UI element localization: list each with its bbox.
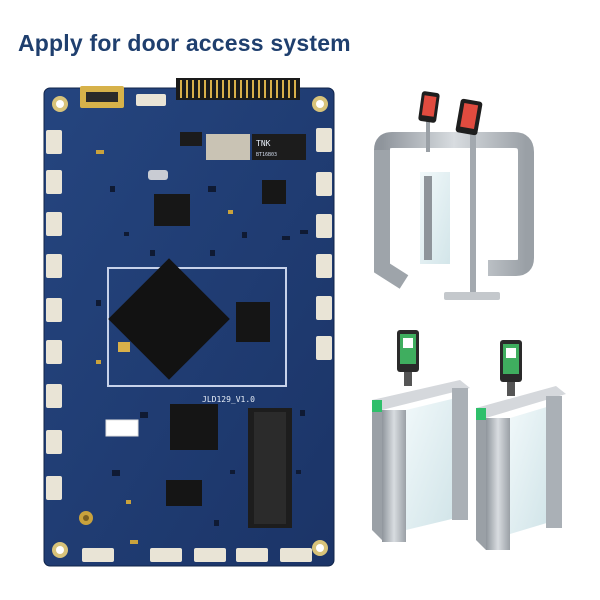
network-chip: TNK BT16B03 xyxy=(252,134,306,160)
side-connector xyxy=(316,296,332,320)
chip-brand-label: TNK xyxy=(256,139,271,148)
controller-chip xyxy=(154,194,190,226)
page-heading: Apply for door access system xyxy=(18,30,351,56)
side-connector xyxy=(316,214,332,238)
side-connector xyxy=(46,476,62,500)
relay-module xyxy=(206,134,250,160)
hdmi-port xyxy=(80,86,124,108)
face-recognition-terminal xyxy=(500,340,522,396)
side-connector xyxy=(46,130,62,154)
right-gate-cabinet xyxy=(476,386,566,550)
bottom-connector xyxy=(150,548,182,562)
side-connector xyxy=(46,298,62,322)
pin-header xyxy=(176,78,300,100)
bottom-connector xyxy=(280,548,312,562)
side-connector xyxy=(316,172,332,196)
memory-chip xyxy=(236,302,270,342)
usb-hub-chip xyxy=(166,480,202,506)
m2-slot xyxy=(248,408,292,528)
right-connectors xyxy=(316,128,332,360)
left-connectors xyxy=(46,130,62,500)
phy-chip xyxy=(262,180,286,204)
silk-box xyxy=(105,419,139,437)
side-connector xyxy=(316,336,332,360)
bottom-connector xyxy=(236,548,268,562)
flap-barrier-gates xyxy=(372,330,566,550)
emmc-chip xyxy=(170,404,218,450)
chip-code-label: BT16B03 xyxy=(256,152,277,158)
bottom-connectors xyxy=(82,548,312,562)
crystal-oscillator xyxy=(148,170,168,180)
side-connector xyxy=(46,254,62,278)
side-connector xyxy=(46,430,62,454)
pcb-board: TNK BT16B03 JLD129_V1.0 xyxy=(43,78,335,567)
face-recognition-terminal xyxy=(455,98,483,136)
mounting-holes xyxy=(52,96,328,558)
core-module xyxy=(107,258,287,387)
left-gate-cabinet xyxy=(372,380,470,542)
bottom-connector xyxy=(194,548,226,562)
side-connector xyxy=(46,170,62,194)
face-recognition-terminal xyxy=(418,91,440,123)
small-chip xyxy=(180,132,202,146)
swing-barrier-gate xyxy=(374,91,534,300)
side-connector xyxy=(46,212,62,236)
face-recognition-terminal xyxy=(397,330,419,386)
side-connector xyxy=(316,128,332,152)
side-connector xyxy=(46,384,62,408)
top-connector xyxy=(136,94,166,106)
side-connector xyxy=(46,340,62,364)
board-model-label: JLD129_V1.0 xyxy=(202,395,255,404)
side-connector xyxy=(316,254,332,278)
main-soc xyxy=(108,258,230,380)
bottom-connector xyxy=(82,548,114,562)
